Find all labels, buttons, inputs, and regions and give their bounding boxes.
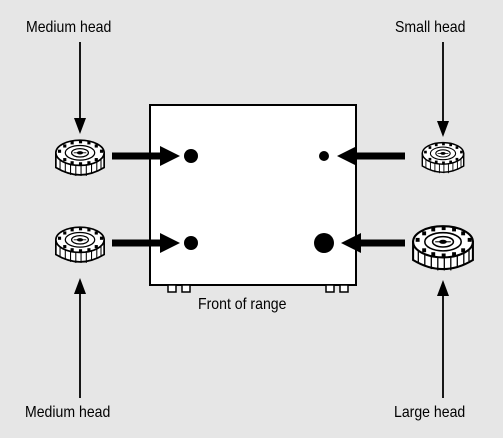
arrow-left-front — [112, 233, 180, 253]
medium-burner-head-icon — [55, 226, 105, 264]
label-bottom-left-medium-head: Medium head — [25, 404, 111, 421]
pointer-top-left — [74, 42, 86, 134]
label-front-of-range: Front of range — [198, 296, 287, 313]
medium-burner-head-icon — [55, 139, 105, 177]
burner-dot-right-front — [314, 233, 334, 253]
label-top-right-small-head: Small head — [395, 19, 466, 36]
burner-dot-left-rear — [184, 149, 198, 163]
burner-dot-left-front — [184, 236, 198, 250]
pointer-bottom-left — [74, 278, 86, 398]
large-burner-head-icon — [412, 225, 474, 272]
small-burner-head-icon — [421, 141, 465, 174]
pointer-top-right — [437, 42, 449, 137]
label-top-left-medium-head: Medium head — [26, 19, 112, 36]
arrow-right-front — [341, 233, 405, 253]
pointer-bottom-right — [437, 280, 449, 398]
label-bottom-right-large-head: Large head — [394, 404, 466, 421]
arrow-right-rear — [337, 146, 405, 166]
burner-dot-right-rear — [319, 151, 329, 161]
arrow-left-rear — [112, 146, 180, 166]
range-body — [149, 104, 357, 286]
range-feet — [167, 284, 349, 293]
